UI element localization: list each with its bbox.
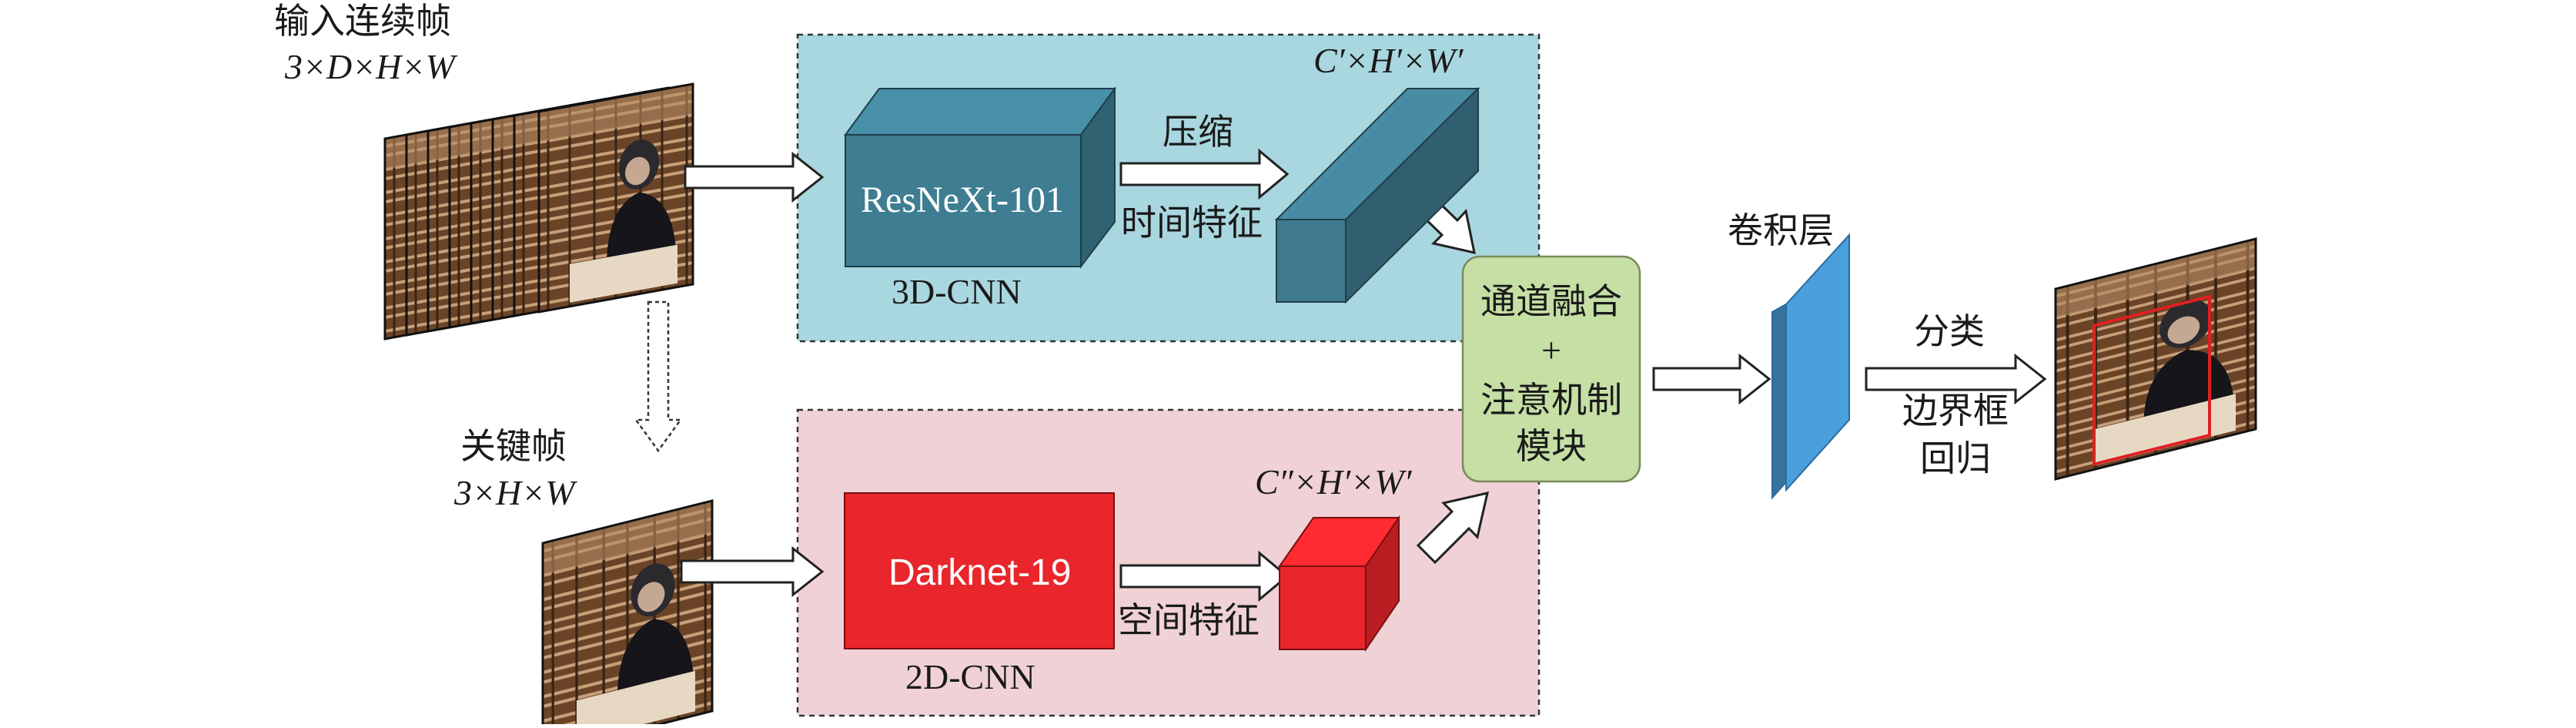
keyframe-label: 关键帧: [460, 425, 567, 467]
fusion-line-3: 注意机制: [1480, 379, 1622, 421]
fusion-module-block: [1461, 255, 1641, 483]
dashed-arrow-icon: [634, 300, 683, 453]
temporal-feature-label: 时间特征: [1121, 202, 1263, 243]
conv-layer-label: 卷积层: [1728, 210, 1834, 251]
spatial-feature-cube: [1278, 515, 1400, 653]
spatial-feature-label: 空间特征: [1118, 599, 1260, 641]
bbox-label-line-1: 边界框: [1902, 390, 2009, 431]
compress-label: 压缩: [1163, 111, 1233, 153]
keyframe-image-icon: [541, 499, 714, 728]
fusion-line-2: +: [1541, 330, 1561, 370]
temporal-output-dims: C′×H′×W′: [1313, 41, 1464, 80]
cnn-2d-caption: 2D-CNN: [905, 657, 1035, 696]
keyframe-dims: 3×H×W: [454, 473, 575, 512]
spatial-output-dims: C″×H′×W′: [1255, 462, 1412, 502]
conv-layer-slab: [1771, 233, 1850, 500]
output-detection-image-icon: [2054, 237, 2257, 481]
resnext-101-block: [844, 86, 1116, 269]
fusion-line-4: 模块: [1516, 425, 1587, 467]
input-frames-label: 输入连续帧: [274, 0, 451, 42]
resnext-block-label: ResNeXt-101: [861, 179, 1064, 220]
input-frames-dims: 3×D×H×W: [285, 47, 455, 86]
fusion-line-1: 通道融合: [1480, 280, 1622, 322]
hollow-arrow-icon: [680, 148, 2047, 602]
classify-label: 分类: [1914, 310, 1985, 352]
darknet-19-block: [844, 492, 1115, 649]
cnn-3d-caption: 3D-CNN: [892, 272, 1022, 311]
video-frame-stack-icon: [383, 82, 694, 341]
bbox-label-line-2: 回归: [1920, 438, 1991, 479]
darknet-block-label: Darknet-19: [888, 552, 1072, 593]
temporal-feature-cuboid: [1274, 86, 1480, 304]
